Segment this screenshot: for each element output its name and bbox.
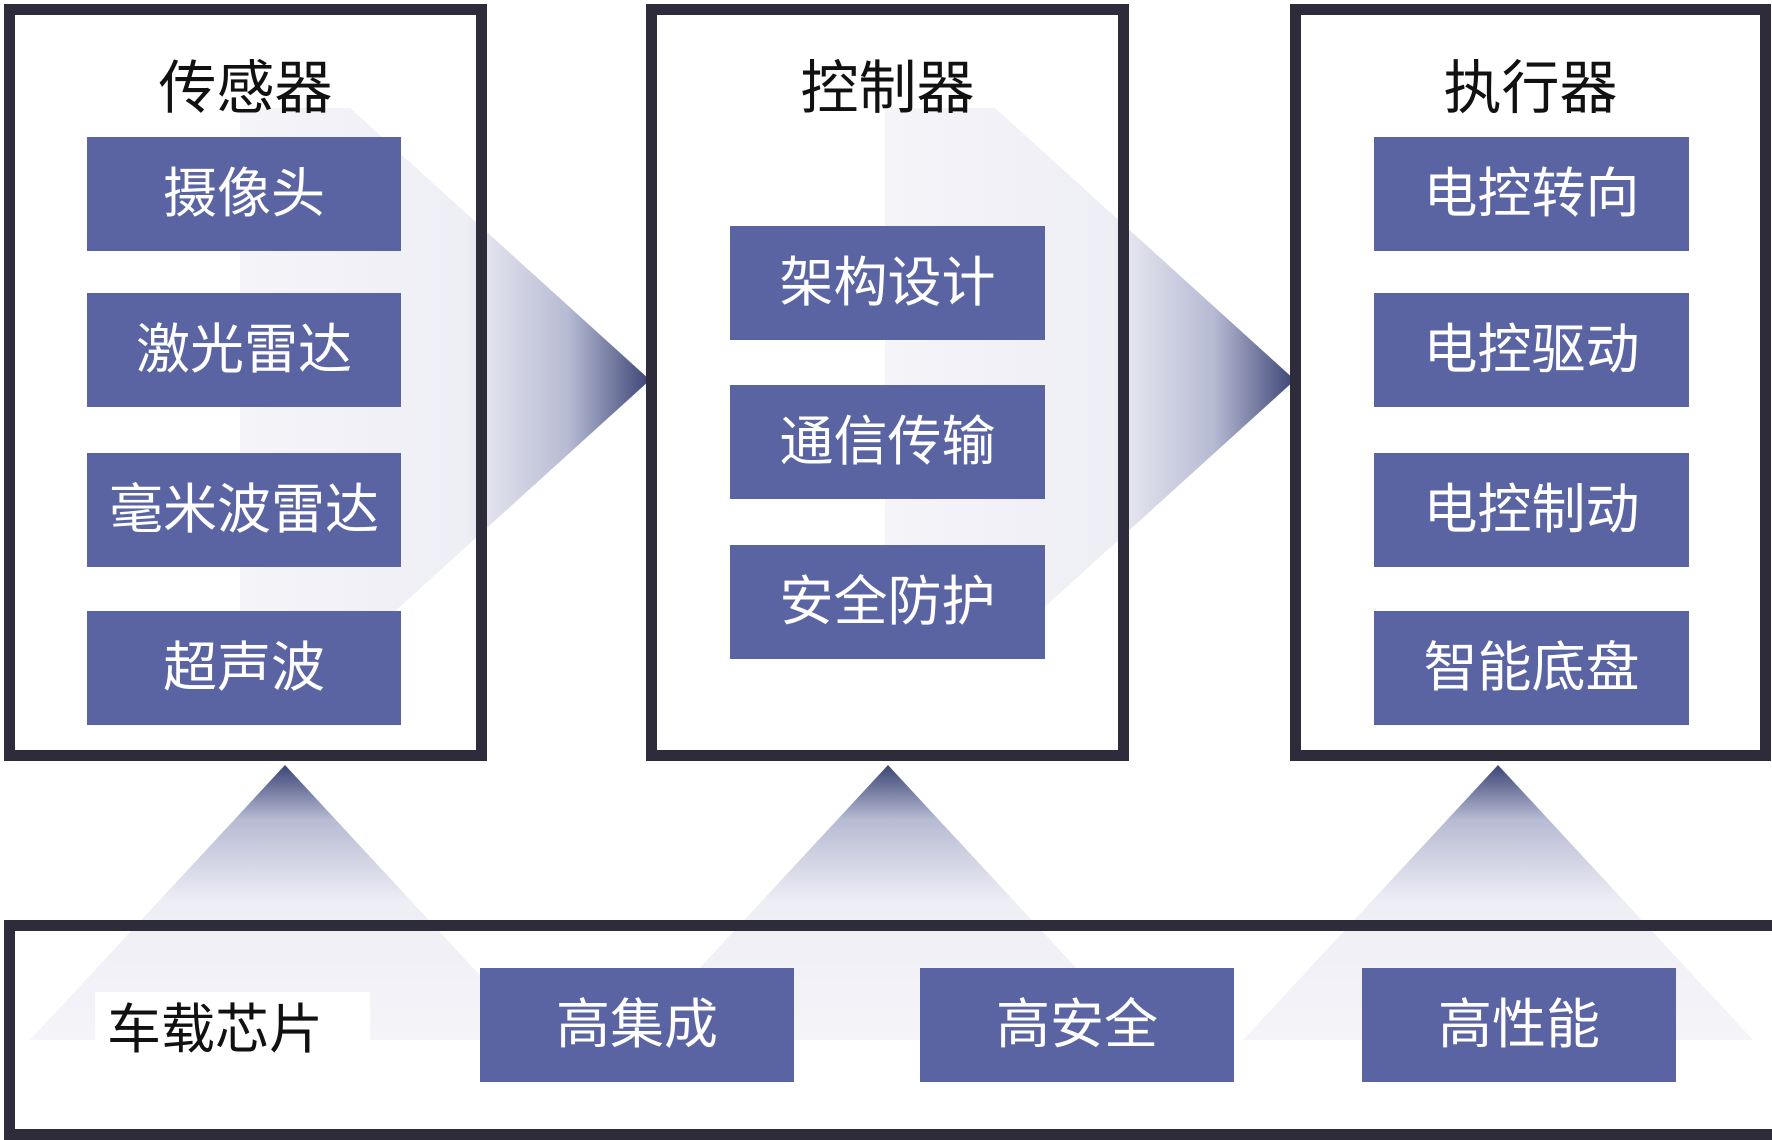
controller-title: 控制器 [800, 54, 975, 122]
actuator-item-braking: 电控制动 [1374, 453, 1689, 567]
actuator-item-steering: 电控转向 [1374, 137, 1689, 251]
chip-bar-label: 车载芯片 [95, 992, 370, 1068]
chip-item-high-performance: 高性能 [1362, 968, 1676, 1082]
sensor-panel: 传感器 [4, 4, 487, 761]
actuator-panel: 执行器 [1290, 4, 1771, 761]
controller-item-security: 安全防护 [730, 545, 1045, 659]
actuator-title: 执行器 [1443, 54, 1618, 122]
chip-item-high-integration: 高集成 [480, 968, 794, 1082]
actuator-item-drive: 电控驱动 [1374, 293, 1689, 407]
chip-item-high-security: 高安全 [920, 968, 1234, 1082]
sensor-item-camera: 摄像头 [87, 137, 401, 251]
actuator-item-chassis: 智能底盘 [1374, 611, 1689, 725]
controller-item-communication: 通信传输 [730, 385, 1045, 499]
sensor-item-ultrasonic: 超声波 [87, 611, 401, 725]
sensor-item-lidar: 激光雷达 [87, 293, 401, 407]
controller-panel: 控制器 [646, 4, 1129, 761]
arrow-up-1 [30, 765, 540, 1040]
sensor-title: 传感器 [158, 54, 333, 122]
sensor-item-mmwave-radar: 毫米波雷达 [87, 453, 401, 567]
controller-item-architecture: 架构设计 [730, 226, 1045, 340]
